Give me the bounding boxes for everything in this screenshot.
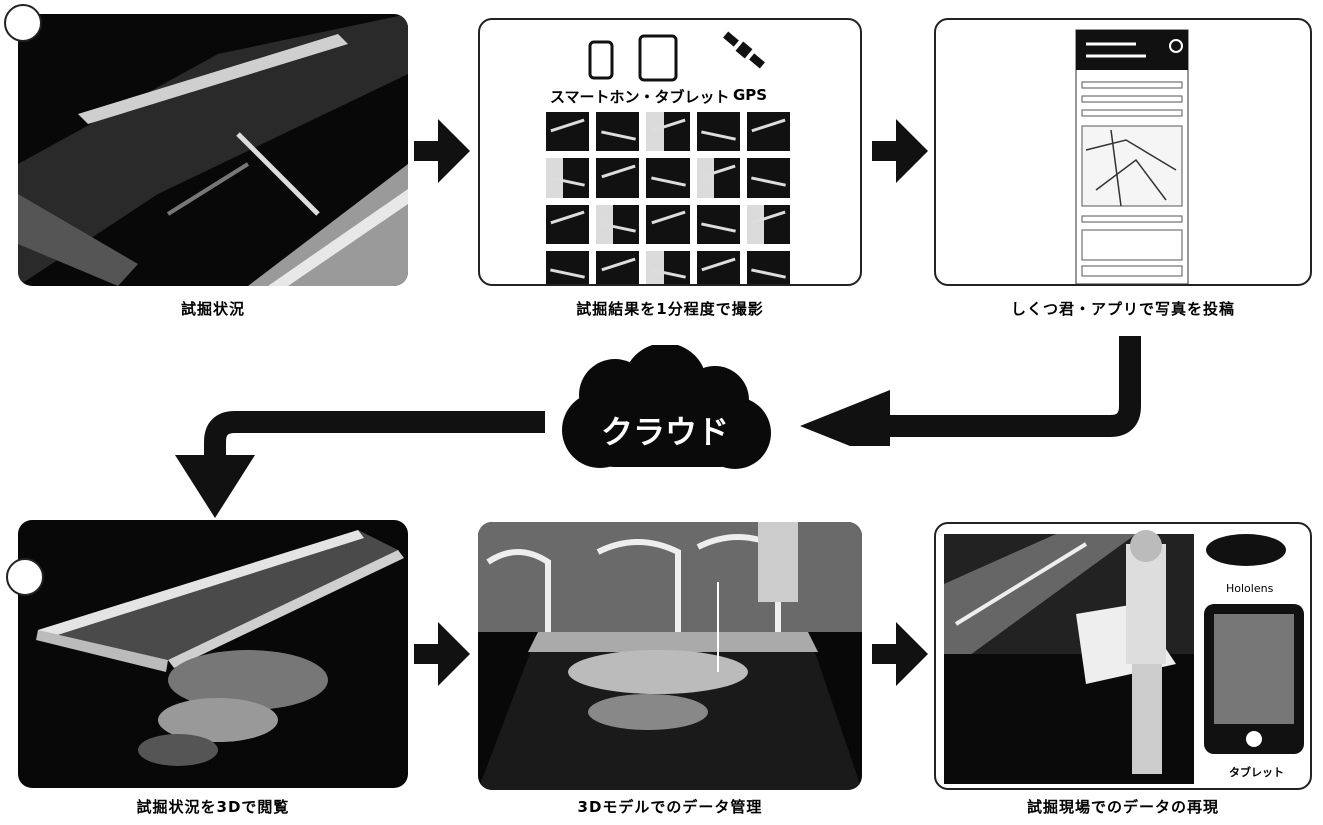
- arrow-right-4: [872, 622, 928, 686]
- thumbnail: [546, 250, 590, 284]
- tablet-icon: [638, 34, 678, 82]
- label-gps: GPS: [733, 86, 768, 104]
- satellite-icon: [723, 31, 765, 69]
- caption-3d-model: 3Dモデルでのデータ管理: [577, 798, 763, 816]
- arrow-from-cloud: [175, 411, 545, 518]
- thumbnail: [596, 250, 640, 284]
- caption-onsite-reproduction: 試掘現場でのデータの再現: [1026, 798, 1219, 816]
- caption-3d-view: 試掘状況を3Dで閲覧: [136, 798, 290, 816]
- thumbnail: [646, 250, 690, 284]
- arrow-right-1: [414, 119, 470, 183]
- thumbnail: [696, 250, 740, 284]
- cloud-icon: クラウド: [562, 345, 771, 469]
- cloud-label: クラウド: [601, 413, 729, 451]
- caption-trial-dig: 試掘状況: [180, 300, 245, 318]
- caption-app-post: しくつ君・アプリで写真を投稿: [1010, 300, 1235, 318]
- thumbnail: [546, 204, 590, 244]
- thumbnail: [596, 158, 640, 198]
- photo-trial-dig: [18, 14, 408, 286]
- thumbnail: [746, 158, 790, 198]
- panel-capture: スマートホン・タブレット GPS: [478, 18, 862, 286]
- thumbnail: [646, 112, 690, 152]
- thumbnail: [596, 204, 640, 244]
- photo-3d-view: [18, 520, 408, 788]
- thumbnail: [746, 250, 790, 284]
- thumbnail: [546, 112, 590, 152]
- thumbnail: [646, 204, 690, 244]
- thumbnail: [546, 158, 590, 198]
- onsite-art: [944, 530, 1304, 784]
- 3d-model-art: [478, 522, 862, 790]
- 3d-view-art: [36, 530, 404, 766]
- photo-thumbnail-grid: [546, 112, 790, 284]
- thumbnail: [746, 204, 790, 244]
- panel-onsite-reproduction: Hololens タブレット: [934, 522, 1312, 790]
- arrow-to-cloud: [800, 336, 1141, 446]
- thumbnail: [596, 112, 640, 152]
- thumbnail: [646, 158, 690, 198]
- trial-dig-photo-art: [18, 14, 408, 286]
- label-smartphone-tablet: スマートホン・タブレット: [550, 88, 730, 106]
- device-icons: [588, 31, 765, 82]
- thumbnail: [696, 204, 740, 244]
- thumbnail: [746, 112, 790, 152]
- hololens-icon: [1206, 534, 1286, 566]
- panel-app-screenshot: [934, 18, 1312, 286]
- app-screen-art: [1075, 29, 1189, 284]
- marker-circle-top: [4, 4, 42, 42]
- arrow-right-3: [414, 622, 470, 686]
- thumbnail: [696, 158, 740, 198]
- smartphone-icon: [588, 40, 614, 80]
- label-hololens: Hololens: [1226, 582, 1274, 595]
- label-tablet: タブレット: [1229, 766, 1284, 779]
- photo-3d-model: [478, 522, 862, 790]
- thumbnail: [696, 112, 740, 152]
- caption-capture: 試掘結果を1分程度で撮影: [576, 300, 764, 318]
- arrow-right-2: [872, 119, 928, 183]
- marker-circle-bottom: [6, 558, 44, 596]
